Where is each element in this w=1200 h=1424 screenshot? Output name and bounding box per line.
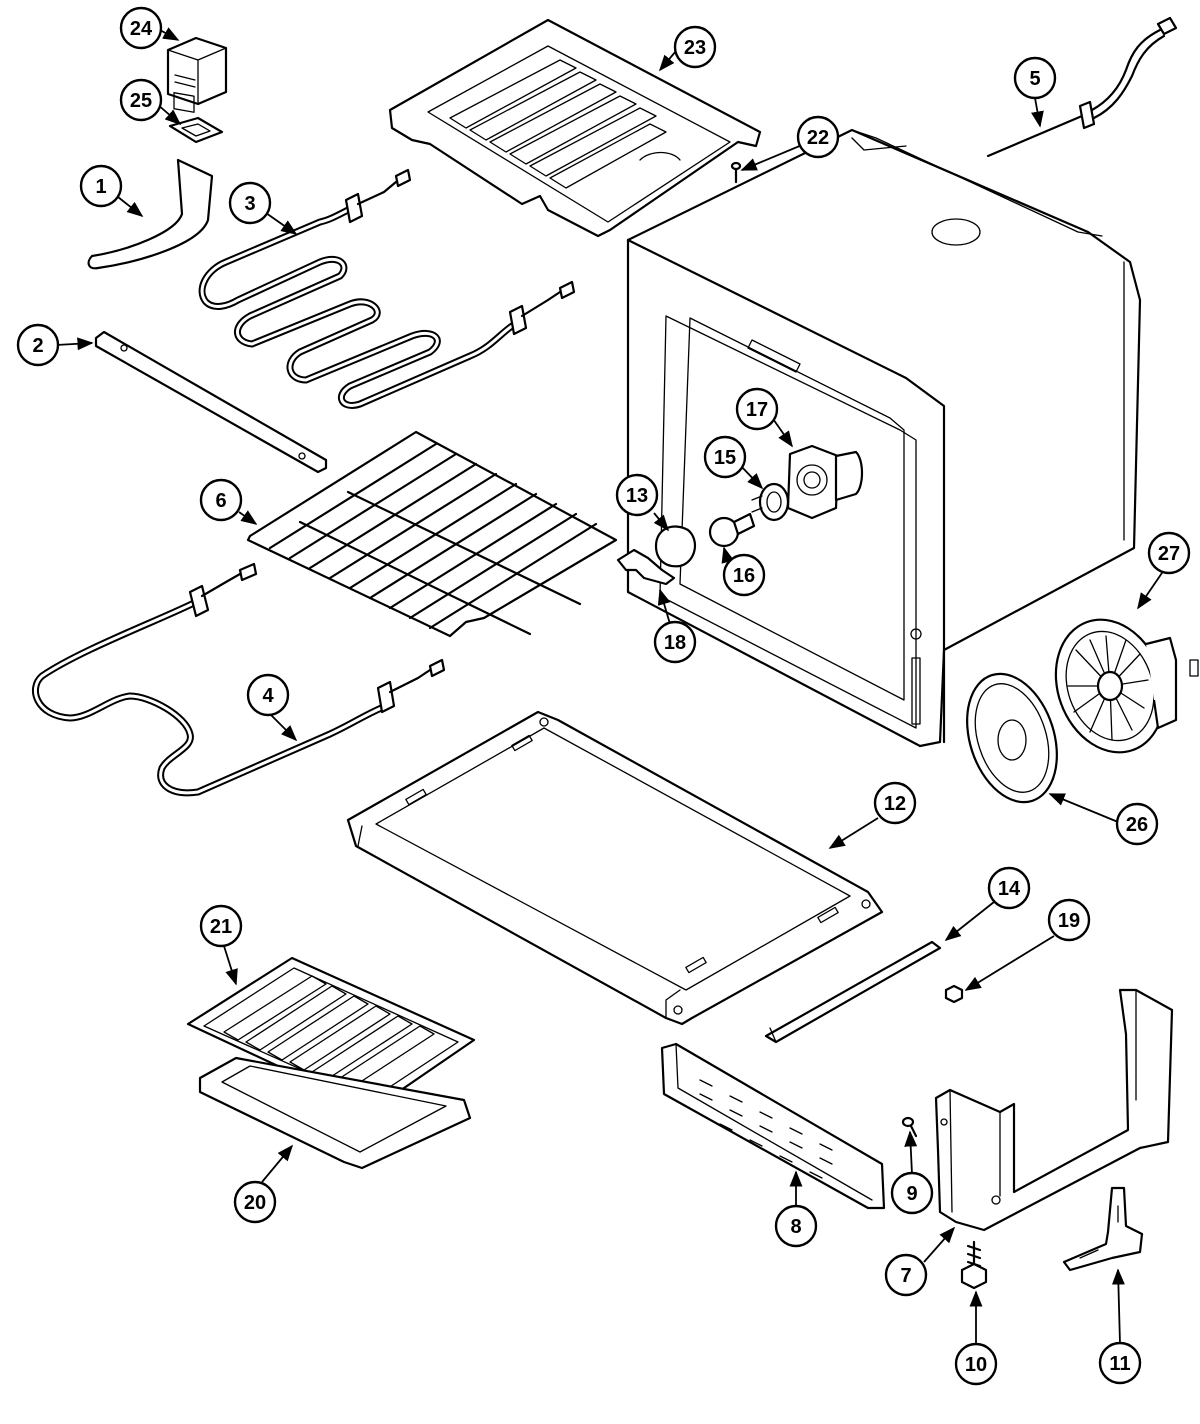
svg-text:25: 25 (130, 90, 152, 112)
callout-24: 24 (119, 6, 163, 50)
part-6-oven-rack (246, 430, 618, 638)
callout-leaders (55, 27, 1165, 1345)
callout-4: 4 (246, 673, 290, 717)
part-5-sensor (986, 16, 1178, 158)
callout-13: 13 (615, 473, 659, 517)
callout-15: 15 (703, 435, 747, 479)
callout-23: 23 (673, 25, 717, 69)
svg-text:5: 5 (1029, 68, 1040, 90)
svg-text:7: 7 (900, 1265, 911, 1287)
svg-text:6: 6 (215, 490, 226, 512)
part-3-broil-element (198, 168, 576, 409)
part-27-fan-assembly (1054, 618, 1199, 754)
part-25-plate (168, 116, 224, 144)
part-15-lamp-socket (751, 482, 790, 522)
part-10-leveling-leg (960, 1240, 988, 1290)
svg-text:3: 3 (244, 193, 255, 215)
callout-14: 14 (987, 866, 1031, 910)
part-13-lens-cover (654, 525, 697, 568)
callout-19: 19 (1047, 898, 1091, 942)
svg-text:21: 21 (210, 916, 232, 938)
part-2-bar (94, 330, 328, 474)
part-16-bulb (708, 512, 756, 548)
svg-text:9: 9 (906, 1183, 917, 1205)
part-22-screw (730, 161, 742, 184)
callout-20: 20 (233, 1180, 277, 1224)
svg-text:17: 17 (746, 399, 768, 421)
callout-12: 12 (873, 781, 917, 825)
callout-16: 16 (722, 553, 766, 597)
callout-9: 9 (890, 1171, 934, 1215)
callout-8: 8 (774, 1204, 818, 1248)
part-8-bracket (660, 1042, 886, 1210)
svg-text:27: 27 (1158, 543, 1180, 565)
part-24-bracket (166, 36, 228, 113)
svg-text:22: 22 (807, 127, 829, 149)
callout-10: 10 (954, 1342, 998, 1386)
callout-27: 27 (1147, 531, 1191, 575)
callout-22: 22 (796, 115, 840, 159)
svg-text:4: 4 (262, 685, 274, 707)
part-1-shield (87, 158, 214, 270)
svg-text:18: 18 (664, 632, 686, 654)
svg-text:14: 14 (998, 878, 1021, 900)
callout-11: 11 (1098, 1341, 1142, 1385)
svg-text:10: 10 (965, 1354, 987, 1376)
part-17-lamp-bracket (786, 444, 864, 520)
svg-text:11: 11 (1109, 1353, 1130, 1375)
svg-text:26: 26 (1126, 814, 1148, 836)
callout-18: 18 (653, 620, 697, 664)
part-23-top-panel (388, 18, 762, 238)
part-4-bake-element (31, 562, 446, 797)
callout-21: 21 (199, 904, 243, 948)
svg-text:20: 20 (244, 1192, 266, 1214)
svg-text:24: 24 (130, 18, 153, 40)
svg-text:13: 13 (626, 485, 648, 507)
svg-text:15: 15 (714, 447, 736, 469)
callout-3: 3 (228, 181, 272, 225)
svg-text:8: 8 (790, 1216, 801, 1238)
part-12-bottom-panel (346, 710, 884, 1026)
callout-6: 6 (199, 478, 243, 522)
part-26-fan-cover (966, 672, 1058, 804)
svg-text:16: 16 (733, 565, 755, 587)
callout-17: 17 (735, 387, 779, 431)
part-20-broiler-pan (198, 1056, 472, 1170)
part-11-anti-tip-bracket (1062, 1186, 1144, 1272)
callout-7: 7 (884, 1253, 928, 1297)
callout-2: 2 (16, 323, 60, 367)
callout-25: 25 (119, 78, 163, 122)
callout-1: 1 (79, 164, 123, 208)
svg-text:2: 2 (32, 335, 43, 357)
svg-text:19: 19 (1058, 910, 1080, 932)
svg-text:23: 23 (684, 37, 706, 59)
part-14-rail (764, 940, 942, 1044)
part-7-side-frame (934, 988, 1174, 1232)
callout-26: 26 (1115, 802, 1159, 846)
part-18-gasket (616, 548, 676, 586)
svg-text:1: 1 (95, 176, 106, 198)
part-19-nut (944, 984, 964, 1004)
callout-5: 5 (1013, 56, 1057, 100)
svg-text:12: 12 (884, 793, 906, 815)
